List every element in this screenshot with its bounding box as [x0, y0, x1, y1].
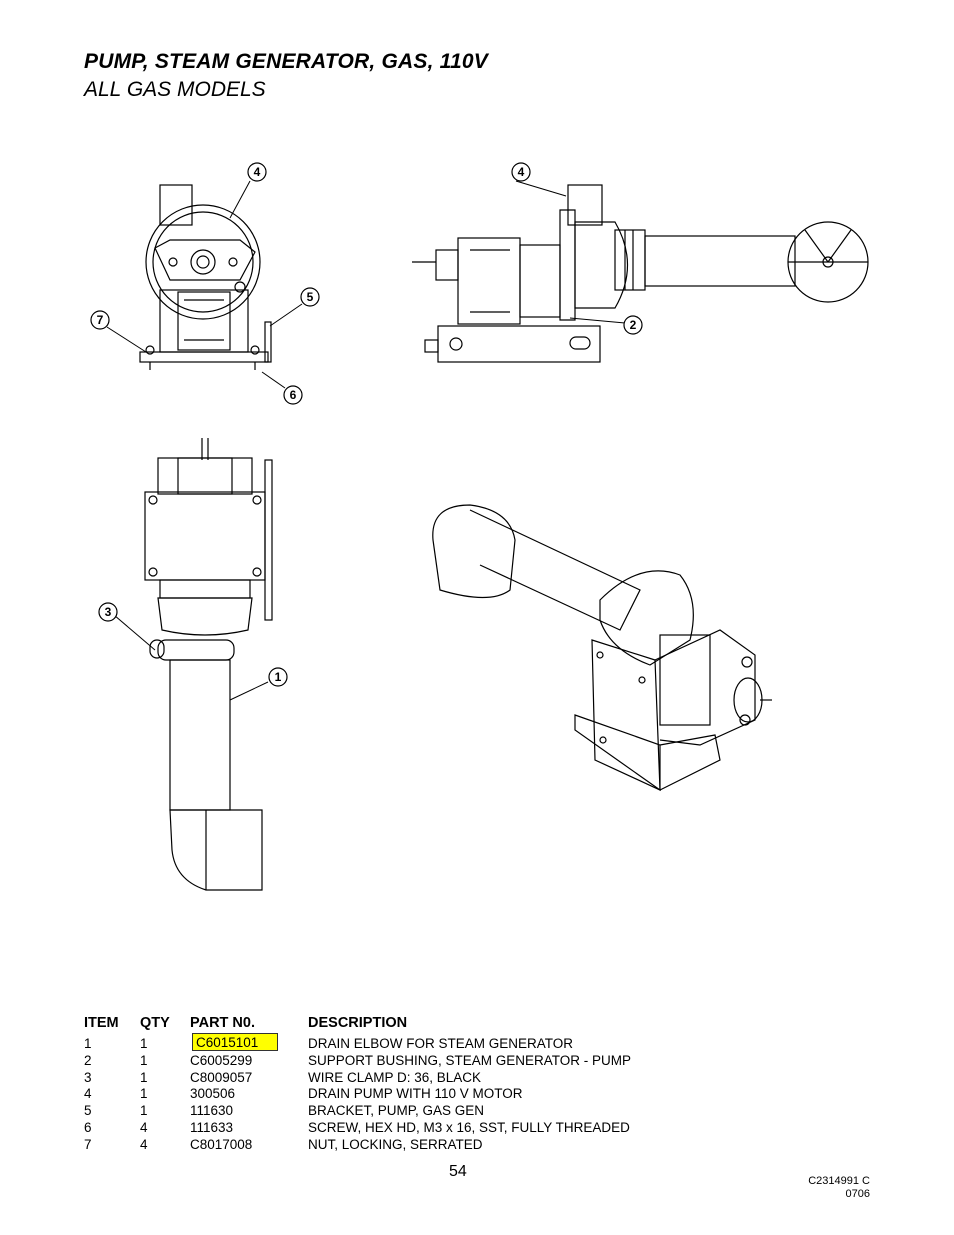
- callout-bubble: 4: [511, 162, 531, 182]
- pump-bottom-view: [144, 438, 273, 891]
- row-qty: 4: [140, 1136, 148, 1152]
- row-qty: 1: [140, 1036, 148, 1051]
- header-item: ITEM: [84, 1015, 119, 1032]
- row-description: BRACKET, PUMP, GAS GEN: [308, 1103, 485, 1119]
- row-description: NUT, LOCKING, SERRATED: [308, 1136, 483, 1152]
- table-row: 1 1 C6015101 DRAIN ELBOW FOR STEAM GENER…: [84, 1033, 728, 1053]
- row-part: C8009057: [190, 1069, 253, 1085]
- highlighted-part-number[interactable]: C6015101: [192, 1033, 278, 1051]
- row-part: 300506: [190, 1086, 236, 1102]
- pump-isometric-view: [432, 504, 772, 792]
- row-description: SCREW, HEX HD, M3 x 16, SST, FULLY THREA…: [308, 1119, 630, 1135]
- doc-code: C2314991 C: [808, 1175, 870, 1187]
- row-part: C6005299: [190, 1052, 253, 1068]
- row-description: WIRE CLAMP D: 36, BLACK: [308, 1069, 482, 1085]
- callout-label: 1: [275, 670, 282, 684]
- table-row: 7 4 C8017008 NUT, LOCKING, SERRATED: [84, 1137, 728, 1154]
- row-part: 111633: [190, 1119, 234, 1135]
- pump-front-view: [139, 184, 272, 370]
- callout-label: 3: [105, 605, 112, 619]
- callout-bubble: 2: [623, 315, 643, 335]
- callout-bubble: 5: [300, 287, 320, 307]
- header-part: PART N0.: [190, 1015, 255, 1032]
- row-item: 3: [84, 1069, 92, 1085]
- page-subtitle: ALL GAS MODELS: [84, 78, 266, 101]
- parts-table: ITEM QTY PART N0. DESCRIPTION 1 1 C60151…: [84, 1010, 728, 1154]
- callout-label: 2: [630, 318, 637, 332]
- row-qty: 1: [140, 1069, 148, 1085]
- document-number: C2314991 C 0706: [808, 1175, 870, 1201]
- row-part: C8017008: [190, 1136, 253, 1152]
- row-item: 7: [84, 1136, 92, 1152]
- doc-date: 0706: [845, 1188, 870, 1200]
- row-description: SUPPORT BUSHING, STEAM GENERATOR - PUMP: [308, 1052, 632, 1068]
- parts-diagram: 4 4 5 7 2 6 3 1: [90, 162, 869, 891]
- table-row: 6 4 111633 SCREW, HEX HD, M3 x 16, SST, …: [84, 1120, 728, 1137]
- table-row: 5 1 111630 BRACKET, PUMP, GAS GEN: [84, 1103, 728, 1120]
- callout-label: 4: [254, 165, 261, 179]
- header-description: DESCRIPTION: [308, 1015, 408, 1032]
- table-row: 3 1 C8009057 WIRE CLAMP D: 36, BLACK: [84, 1070, 728, 1087]
- row-qty: 4: [140, 1119, 148, 1135]
- parts-table-header: ITEM QTY PART N0. DESCRIPTION: [84, 1010, 728, 1032]
- callout-label: 4: [518, 165, 525, 179]
- callout-label: 6: [290, 388, 297, 402]
- header-qty: QTY: [140, 1015, 170, 1032]
- row-part: 111630: [190, 1103, 234, 1119]
- callout-bubble: 3: [98, 602, 118, 622]
- row-item: 6: [84, 1119, 92, 1135]
- row-qty: 1: [140, 1103, 148, 1119]
- leader-lines: [106, 180, 626, 701]
- callout-bubble: 7: [90, 310, 110, 330]
- page-title: PUMP, STEAM GENERATOR, GAS, 110V: [84, 50, 488, 73]
- table-row: 2 1 C6005299 SUPPORT BUSHING, STEAM GENE…: [84, 1053, 728, 1070]
- row-item: 2: [84, 1052, 92, 1068]
- row-item: 5: [84, 1103, 92, 1119]
- row-item: 1: [84, 1036, 92, 1051]
- callout-bubble: 6: [283, 385, 303, 405]
- row-description: DRAIN ELBOW FOR STEAM GENERATOR: [308, 1036, 574, 1051]
- page-number: 54: [449, 1163, 467, 1180]
- row-item: 4: [84, 1086, 92, 1102]
- pump-side-view: [412, 184, 869, 363]
- callout-label: 5: [307, 290, 314, 304]
- table-row: 4 1 300506 DRAIN PUMP WITH 110 V MOTOR: [84, 1086, 728, 1103]
- callout-bubble: 4: [247, 162, 267, 182]
- row-qty: 1: [140, 1086, 148, 1102]
- row-qty: 1: [140, 1052, 148, 1068]
- callout-bubble: 1: [268, 667, 288, 687]
- callout-label: 7: [97, 313, 104, 327]
- row-description: DRAIN PUMP WITH 110 V MOTOR: [308, 1086, 523, 1102]
